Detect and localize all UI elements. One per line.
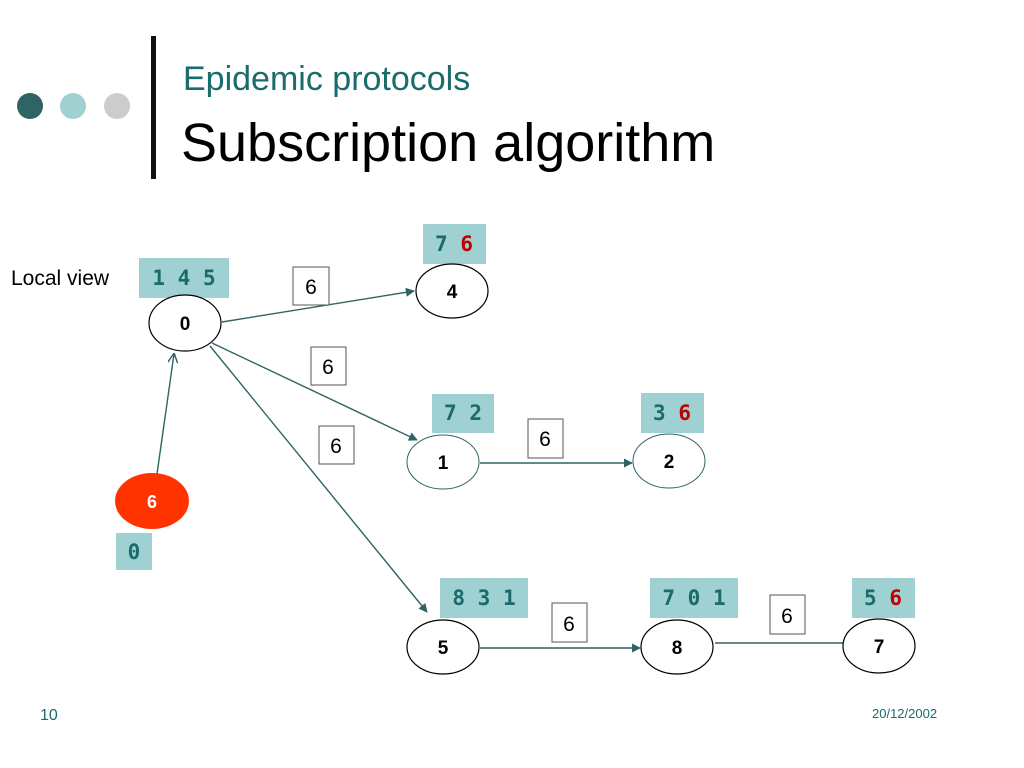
view-node-5: 8 3 1 [452,586,515,610]
edge-0-to-5 [209,345,428,613]
node-6-label: 6 [147,492,157,512]
node-0-label: 0 [180,314,191,335]
view-node-4-new: 6 [460,232,473,256]
svg-text:3 6: 3 6 [653,401,691,425]
view-node-2-new: 6 [678,401,691,425]
node-7-label: 7 [874,637,885,658]
view-node-8: 7 0 1 [662,586,725,610]
node-1 [406,434,480,490]
view-node-1: 7 2 [444,401,482,425]
edge-label-1-2: 6 [539,428,551,451]
page-number: 10 [40,707,58,724]
title-divider [151,36,156,179]
edge-0-to-1 [211,342,418,441]
node-5-label: 5 [438,638,449,659]
nodes: 0 4 1 2 6 5 8 7 [115,263,916,675]
svg-text:5 6: 5 6 [864,586,902,610]
local-views: 1 4 5 7 6 7 2 3 6 0 8 3 1 7 0 1 5 6 [116,224,915,618]
node-2-label: 2 [664,452,675,473]
edge-labels: 6 6 6 6 6 6 [292,266,806,643]
view-node-0: 1 4 5 [152,266,215,290]
slide-title: Epidemic protocols [183,60,471,98]
slide-subtitle: Subscription algorithm [181,113,716,173]
view-node-6: 0 [128,540,141,564]
view-node-2-old: 3 [653,401,666,425]
slide-date: 20/12/2002 [872,706,938,721]
edges [156,287,848,653]
local-view-label: Local view [11,267,110,290]
edge-label-0-4: 6 [305,276,317,299]
node-0 [148,294,222,352]
edge-label-8-7: 6 [781,605,793,628]
bullet-dot-teal [60,93,86,119]
node-6 [115,473,189,529]
svg-text:7 6: 7 6 [435,232,473,256]
edge-label-0-5: 6 [330,435,342,458]
edge-label-0-1: 6 [322,356,334,379]
node-1-label: 1 [438,453,449,474]
bullet-dot-dark [17,93,43,119]
node-4 [415,263,489,319]
node-2 [632,433,706,489]
node-8-label: 8 [672,638,683,659]
view-node-7-new: 6 [889,586,902,610]
bullet-dot-grey [104,93,130,119]
node-4-label: 4 [447,282,458,303]
node-5 [406,619,480,675]
node-7 [842,618,916,674]
edge-label-5-8: 6 [563,613,575,636]
node-8 [640,619,714,675]
view-node-4-old: 7 [435,232,448,256]
edge-0-to-4 [221,287,415,323]
edge-6-to-0 [156,354,174,475]
view-node-7-old: 5 [864,586,877,610]
